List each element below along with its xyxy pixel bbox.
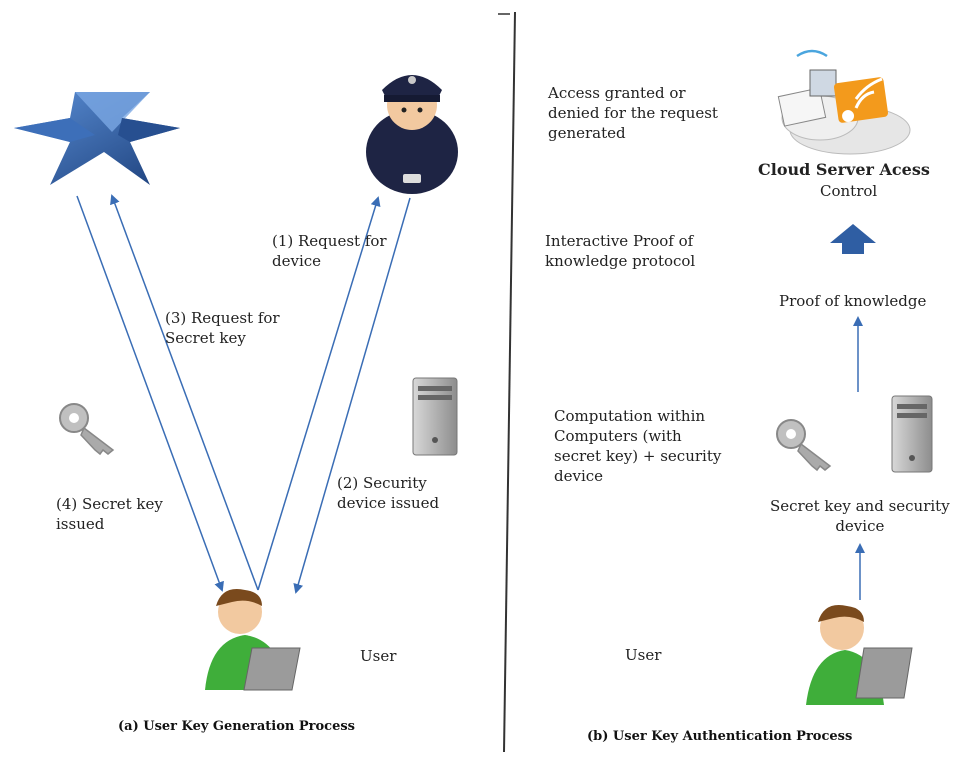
right-caption: (b) User Key Authentication Process [587, 729, 853, 744]
up-arrow-icon [830, 224, 876, 254]
server-icon [412, 377, 458, 456]
right-user-label: User [625, 646, 662, 664]
user-laptop-icon [806, 605, 913, 705]
server-icon [891, 395, 933, 473]
step3-label: (3) Request for Secret key [165, 309, 280, 347]
user-laptop-icon [205, 589, 301, 691]
access-note: Access granted or denied for the request… [548, 84, 718, 142]
cloud-subtitle: Control [820, 182, 878, 200]
cloud-server-icon [777, 49, 911, 155]
key-icon [776, 419, 832, 472]
police-officer-icon [366, 75, 458, 194]
arrow-secret-key-issued [76, 195, 224, 592]
secret-device-label: Secret key and security device [770, 497, 950, 535]
arrow-security-device-issued [293, 197, 411, 594]
step1-label: (1) Request for device [272, 232, 387, 270]
key-icon [59, 403, 115, 456]
arrow-request-secret-key [110, 194, 259, 591]
left-user-label: User [360, 647, 397, 665]
panel-divider [503, 11, 516, 753]
protocol-note: Interactive Proof of knowledge protocol [545, 232, 696, 270]
proof-label: Proof of knowledge [779, 292, 927, 310]
step2-label: (2) Security device issued [337, 474, 440, 512]
step4-label: (4) Secret key issued [56, 495, 163, 533]
left-caption: (a) User Key Generation Process [118, 719, 355, 734]
computation-note: Computation within Computers (with secre… [554, 407, 722, 485]
cloud-title: Cloud Server Acess [758, 160, 930, 179]
arrow-request-device [257, 196, 381, 591]
star-logo-icon [14, 92, 180, 185]
